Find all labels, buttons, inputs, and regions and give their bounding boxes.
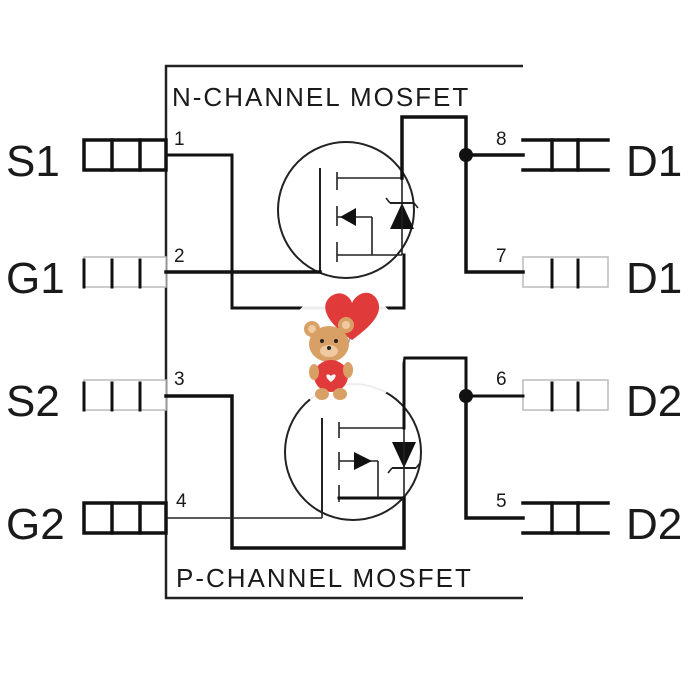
pin-number-8: 8	[496, 129, 507, 150]
pin-stub-4	[82, 501, 168, 535]
pin-stub-2	[82, 256, 167, 289]
pin-stub-5	[521, 501, 610, 535]
pin-label-d1-8: D1	[626, 137, 682, 186]
n-channel-title: N-CHANNEL MOSFET	[172, 82, 470, 112]
pin-label-g2: G2	[6, 500, 65, 549]
p-channel-title: P-CHANNEL MOSFET	[176, 563, 473, 593]
pin-number-2: 2	[174, 246, 185, 267]
teddy-bear-sticker	[284, 290, 404, 410]
internal-wiring	[164, 115, 525, 550]
pin-stub-1	[82, 138, 168, 172]
n-channel-mosfet	[277, 141, 419, 279]
pin-stub-7	[522, 256, 609, 289]
pin-stub-6	[522, 379, 609, 412]
package-outline	[164, 64, 523, 600]
pin-number-5: 5	[496, 491, 507, 512]
pin-label-s1: S1	[6, 137, 60, 186]
pin-label-s2: S2	[6, 377, 60, 426]
pin-label-d1-7: D1	[626, 254, 682, 303]
pin-number-1: 1	[174, 129, 185, 150]
pin-number-3: 3	[174, 369, 185, 390]
pin-label-d2-6: D2	[626, 377, 682, 426]
pin-stub-3	[82, 379, 167, 412]
pin-label-g1: G1	[6, 254, 65, 303]
pin-number-6: 6	[496, 369, 507, 390]
pin-label-d2-5: D2	[626, 500, 682, 549]
pin-number-7: 7	[496, 246, 507, 267]
pin-stub-8	[521, 138, 610, 172]
pin-number-4: 4	[176, 491, 187, 512]
